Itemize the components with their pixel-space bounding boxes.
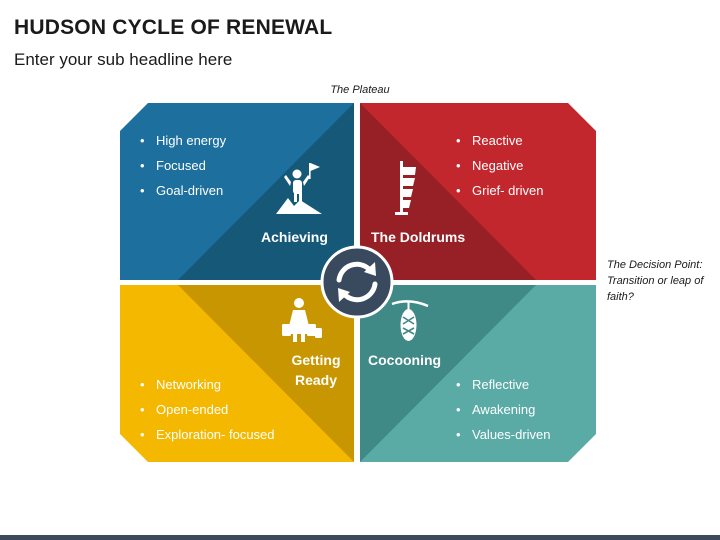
label-achieving: Achieving xyxy=(261,229,328,245)
bullet-item: High energy xyxy=(140,128,226,153)
quadrant-doldrums-inner xyxy=(360,103,536,280)
bullet-item: Exploration- focused xyxy=(140,422,275,447)
bullet-item: Goal-driven xyxy=(140,178,226,203)
bullet-item: Awakening xyxy=(456,397,551,422)
cocoon-icon xyxy=(391,300,429,341)
bullet-item: Grief- driven xyxy=(456,178,544,203)
bullets-getting-ready: Networking Open-ended Exploration- focus… xyxy=(140,372,275,447)
decision-point-note: The Decision Point: Transition or leap o… xyxy=(607,259,704,303)
plateau-note: The Plateau xyxy=(330,84,390,96)
label-cocooning: Cocooning xyxy=(368,352,442,368)
bullet-item: Reactive xyxy=(456,128,544,153)
bullet-item: Open-ended xyxy=(140,397,275,422)
bullets-doldrums: Reactive Negative Grief- driven xyxy=(456,128,544,203)
person-with-bags-icon xyxy=(282,298,322,342)
bullet-item: Reflective xyxy=(456,372,551,397)
bullet-item: Values-driven xyxy=(456,422,551,447)
footer-bar xyxy=(0,535,720,540)
label-doldrums: The Doldrums xyxy=(371,229,466,245)
page-subtitle: Enter your sub headline here xyxy=(14,50,233,69)
bullet-item: Focused xyxy=(140,153,226,178)
bullets-cocooning: Reflective Awakening Values-driven xyxy=(456,372,551,447)
quadrant-achieving-inner xyxy=(178,103,354,280)
center-circle xyxy=(320,245,394,319)
bullet-item: Networking xyxy=(140,372,275,397)
page-title: HUDSON CYCLE OF RENEWAL xyxy=(14,16,333,39)
summit-person-flag-icon xyxy=(276,163,322,214)
bullets-achieving: High energy Focused Goal-driven xyxy=(140,128,226,203)
bullet-item: Negative xyxy=(456,153,544,178)
label-getting-ready-line1: Getting xyxy=(291,352,341,368)
windsock-icon xyxy=(395,161,416,215)
label-getting-ready: Getting Ready xyxy=(288,350,344,390)
cycle-arrows-icon xyxy=(320,245,394,319)
label-getting-ready-line2: Ready xyxy=(294,372,338,388)
